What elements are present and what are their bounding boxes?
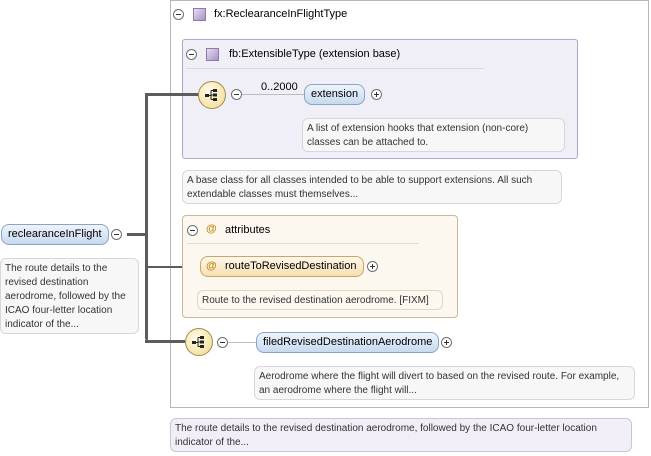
collapse-attributes-icon[interactable]: [187, 225, 198, 236]
attribute-at-icon: @: [206, 260, 217, 272]
filed-link-line: [228, 342, 256, 343]
sequence-icon: [192, 336, 204, 348]
attribute-at-icon: @: [206, 223, 217, 235]
collapse-sequence-icon[interactable]: [231, 89, 242, 100]
type-doc: The route details to the revised destina…: [170, 418, 632, 452]
extension-doc: A list of extension hooks that extension…: [302, 118, 565, 152]
extensible-type-icon: [206, 48, 219, 61]
sequence-icon: [205, 89, 217, 101]
extensible-type-doc: A base class for all classes intended to…: [182, 170, 562, 204]
sequence-compositor-2[interactable]: [185, 328, 213, 356]
extension-base-divider: [186, 68, 484, 69]
expand-extension-icon[interactable]: [371, 89, 382, 100]
collapse-sequence-2-icon[interactable]: [217, 337, 228, 348]
extension-base-title: fb:ExtensibleType (extension base): [229, 48, 401, 60]
root-connector: [127, 233, 147, 236]
expand-filed-icon[interactable]: [441, 337, 452, 348]
sequence-compositor[interactable]: [198, 81, 226, 109]
vertical-connector: [145, 93, 148, 341]
extension-element[interactable]: extension: [304, 84, 366, 105]
extension-link-line: [242, 94, 304, 95]
branch-filed: [145, 340, 185, 343]
filed-element-doc: Aerodrome where the flight will divert t…: [254, 366, 635, 400]
type-title: fx:ReclearanceInFlightType: [214, 8, 348, 20]
root-element-doc: The route details to the revised destina…: [0, 258, 139, 334]
collapse-root-icon[interactable]: [111, 229, 122, 240]
occurrence-label: 0..2000: [261, 81, 298, 93]
attributes-divider: [187, 243, 419, 244]
collapse-extension-icon[interactable]: [186, 49, 197, 60]
filed-revised-destination-aerodrome-element[interactable]: filedRevisedDestinationAerodrome: [256, 332, 440, 353]
attribute-doc: Route to the revised destination aerodro…: [197, 290, 443, 310]
reclearance-in-flight-element[interactable]: reclearanceInFlight: [1, 224, 109, 245]
branch-attributes: [145, 266, 201, 268]
branch-extension: [145, 93, 199, 96]
complex-type-icon: [193, 8, 206, 21]
route-to-revised-destination-attribute[interactable]: @ routeToRevisedDestination: [200, 256, 364, 277]
collapse-type-icon[interactable]: [173, 9, 184, 20]
expand-attribute-icon[interactable]: [367, 261, 378, 272]
attribute-name: routeToRevisedDestination: [225, 260, 357, 272]
attributes-title: attributes: [225, 224, 271, 236]
